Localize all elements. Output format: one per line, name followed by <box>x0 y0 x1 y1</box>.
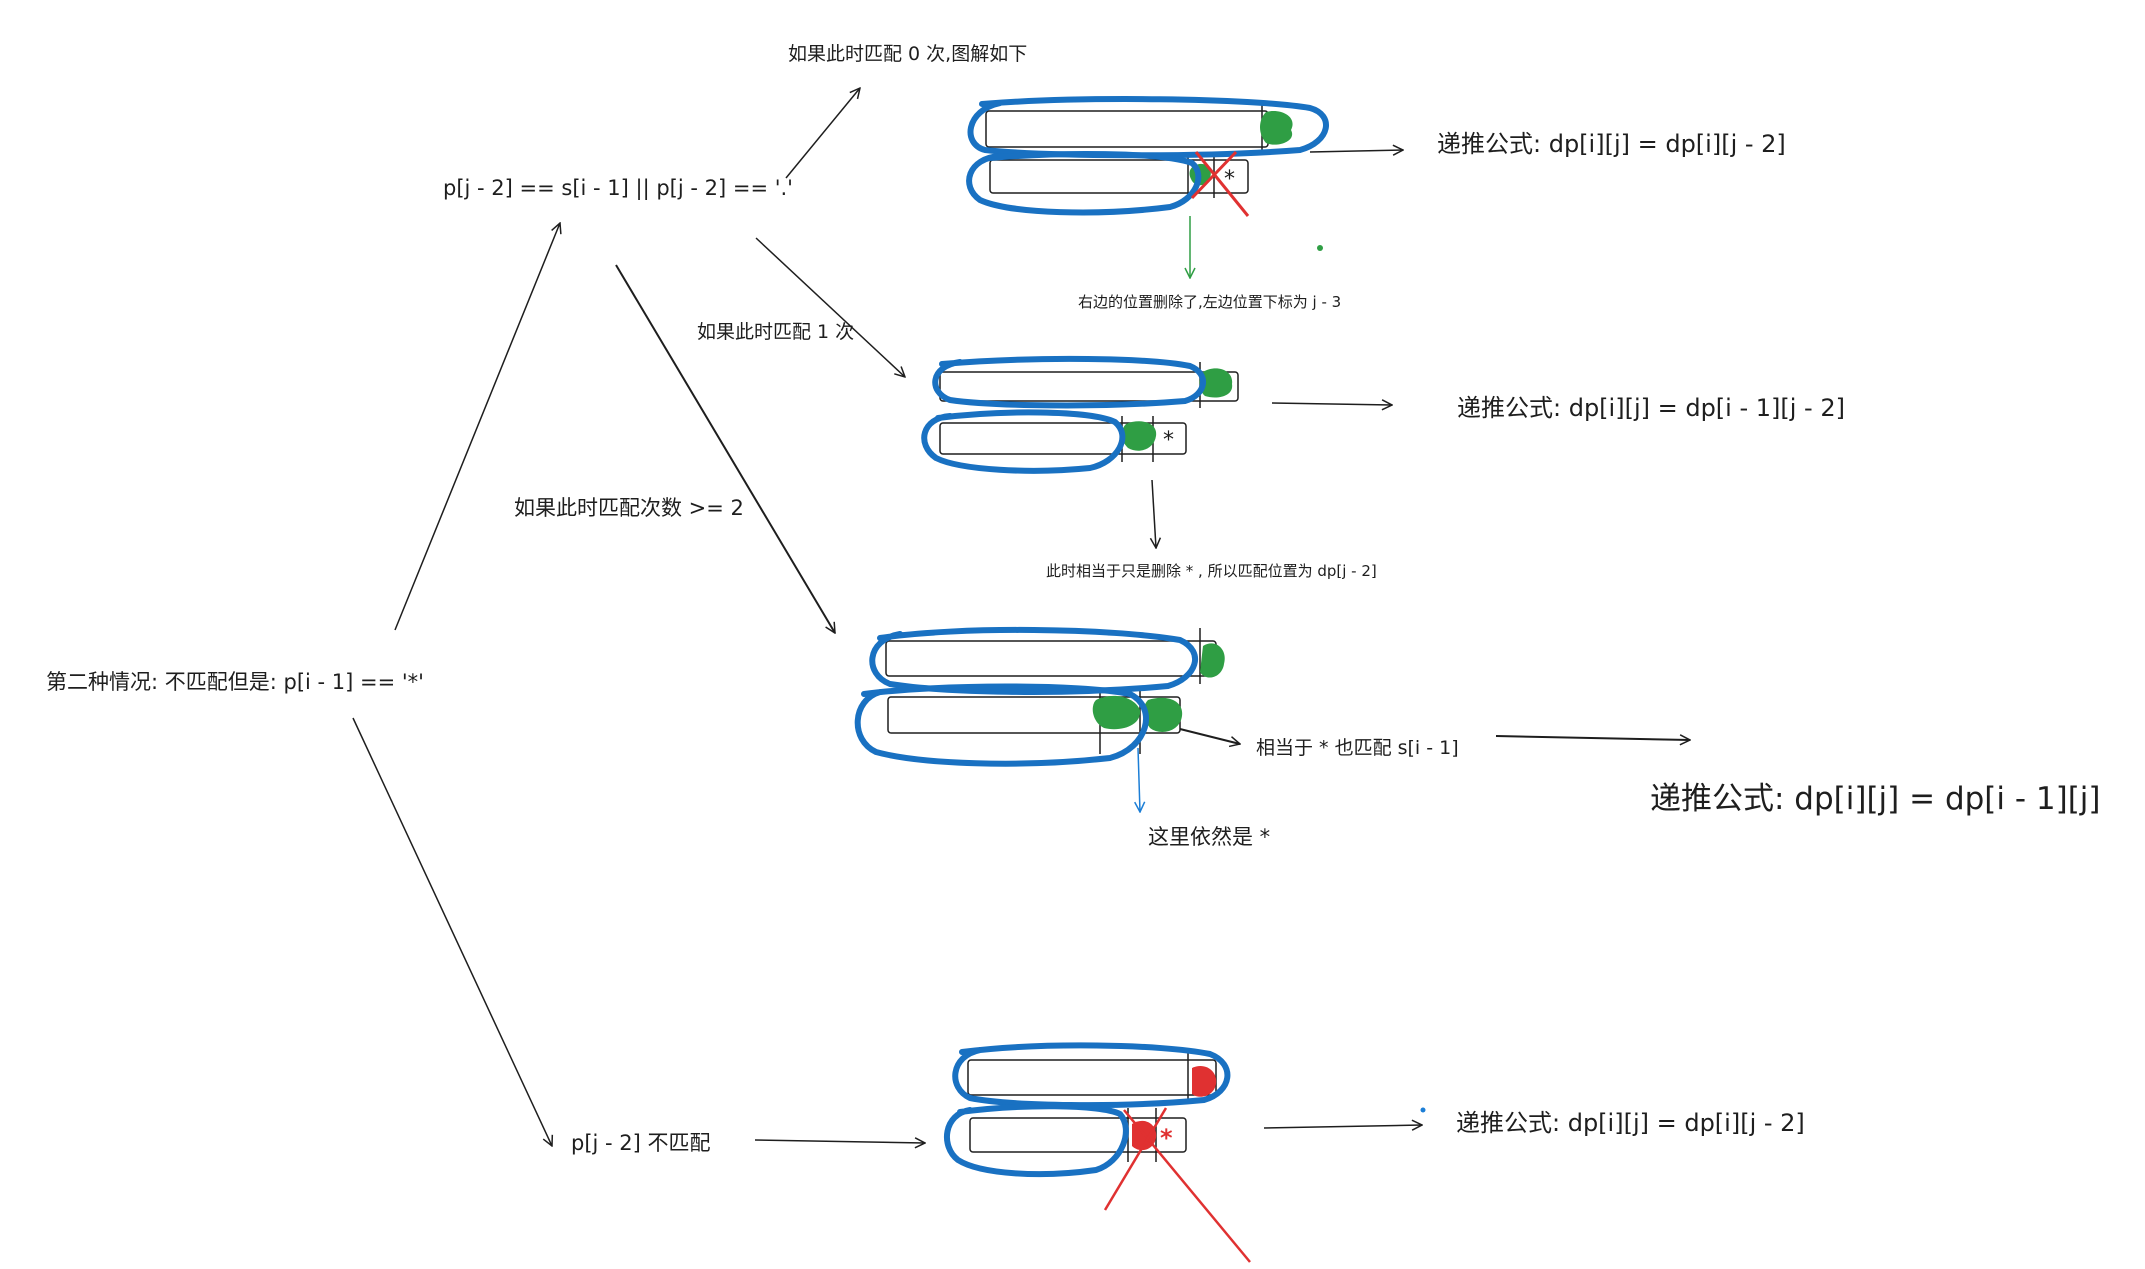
illustration-match-many <box>854 626 1225 767</box>
green-mark <box>1121 421 1157 451</box>
red-cross <box>1194 151 1250 217</box>
arrow-case-to-match <box>394 223 560 631</box>
red-cross <box>1123 1109 1251 1263</box>
note-many-below: 这里依然是 * <box>1148 825 1271 849</box>
arrow-nomatch-to-grid <box>754 1140 925 1143</box>
blue-highlight-loop <box>854 683 1149 767</box>
case-title: 第二种情况: 不匹配但是: p[i - 1] == '*' <box>46 670 424 694</box>
star-glyph: * <box>1160 1124 1173 1152</box>
green-mark <box>1260 110 1293 145</box>
branch-many-label: 如果此时匹配次数 >= 2 <box>514 496 744 520</box>
note-many-right: 相当于 * 也匹配 s[i - 1] <box>1256 737 1459 759</box>
arrow-many-to-formula <box>1495 736 1690 740</box>
arrow-one-down <box>1152 479 1156 548</box>
stray-dot-green <box>1317 245 1323 251</box>
flow-arrows <box>352 88 1690 1146</box>
branch-zero-label: 如果此时匹配 0 次,图解如下 <box>788 43 1028 65</box>
condition-match: p[j - 2] == s[i - 1] || p[j - 2] == '.' <box>443 176 793 200</box>
arrow-case-to-nomatch <box>352 717 552 1146</box>
string-s-box <box>939 371 1239 402</box>
arrow-one-to-formula <box>1271 403 1392 405</box>
string-p-box <box>989 159 1249 194</box>
green-mark <box>1200 643 1225 678</box>
formula-one: 递推公式: dp[i][j] = dp[i - 1][j - 2] <box>1457 394 1845 422</box>
formula-nomatch: 递推公式: dp[i][j] = dp[i][j - 2] <box>1456 1109 1805 1137</box>
note-zero: 右边的位置删除了,左边位置下标为 j - 3 <box>1078 293 1342 311</box>
green-mark <box>1199 368 1233 398</box>
star-glyph: * <box>1224 167 1235 192</box>
arrow-many-to-note <box>1171 726 1240 744</box>
arrow-match-to-many <box>615 264 836 633</box>
green-mark <box>1143 697 1183 732</box>
green-mark <box>1092 695 1141 730</box>
blue-highlight-loop <box>967 96 1329 159</box>
red-cross <box>1103 1107 1168 1211</box>
star-glyph: * <box>1163 428 1174 453</box>
string-s-box <box>967 1059 1217 1096</box>
note-one: 此时相当于只是删除 * , 所以匹配位置为 dp[j - 2] <box>1046 562 1377 580</box>
illustration-match-zero: * <box>966 96 1329 217</box>
red-mark <box>1192 1065 1217 1097</box>
condition-nomatch: p[j - 2] 不匹配 <box>571 1131 711 1155</box>
string-s-box <box>885 640 1217 677</box>
arrow-many-down-blue <box>1138 747 1140 812</box>
illustration-match-one: * <box>921 355 1239 474</box>
string-s-box <box>985 110 1269 148</box>
blue-highlight-loop <box>943 1103 1129 1178</box>
blue-highlight-loop <box>952 1042 1231 1109</box>
arrow-zero-to-formula <box>1309 150 1403 152</box>
arrow-match-to-zero <box>785 88 860 179</box>
formula-many: 递推公式: dp[i][j] = dp[i - 1][j] <box>1650 781 2101 817</box>
blue-highlight-loop <box>932 355 1207 409</box>
illustration-no-match: * <box>943 1042 1251 1263</box>
branch-one-label: 如果此时匹配 1 次 <box>697 321 855 343</box>
arrow-nomatch-to-formula <box>1263 1125 1422 1128</box>
red-cross <box>1190 150 1238 200</box>
blue-highlight-loop <box>921 409 1126 474</box>
arrow-match-to-one <box>755 237 905 377</box>
blue-highlight-loop <box>869 626 1199 695</box>
formula-zero: 递推公式: dp[i][j] = dp[i][j - 2] <box>1437 130 1786 158</box>
stray-dot-blue <box>1420 1107 1426 1113</box>
blue-highlight-loop <box>966 151 1202 216</box>
